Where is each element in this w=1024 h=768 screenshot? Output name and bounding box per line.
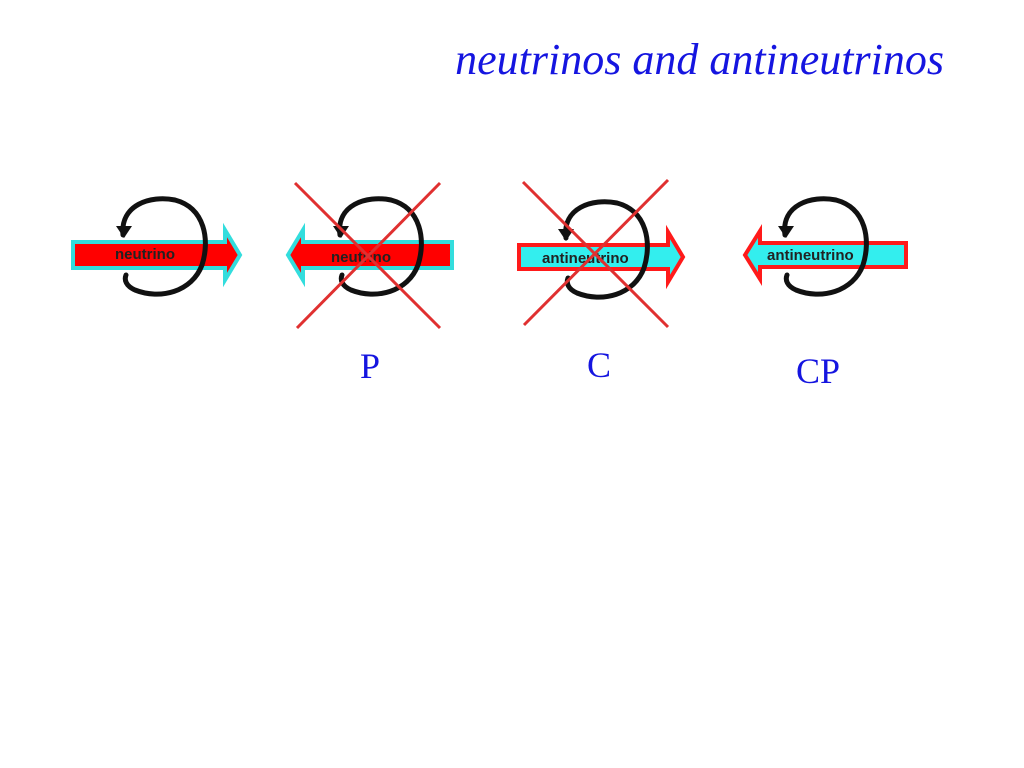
spin-arrow xyxy=(563,199,650,300)
panel-c: antineutrino xyxy=(517,178,686,329)
momentum-arrow-right xyxy=(71,222,243,288)
symmetry-label-c: C xyxy=(587,345,612,385)
spin-arrow xyxy=(337,196,424,297)
arrow-label: antineutrino xyxy=(542,250,629,267)
spin-arrowhead xyxy=(558,229,574,241)
momentum-arrow-right xyxy=(517,224,686,290)
panel-neutrino: neutrino xyxy=(71,196,243,297)
spin-arrowhead xyxy=(116,226,132,238)
symmetry-label-cp: CP xyxy=(796,351,841,391)
slide-title: neutrinos and antineutrinos xyxy=(455,35,944,84)
spin-arrowhead xyxy=(778,226,794,238)
arrow-label: antineutrino xyxy=(767,247,854,264)
spin-arrow xyxy=(782,196,869,297)
cross-out-mark xyxy=(521,178,670,329)
spin-arrow xyxy=(120,196,208,297)
spin-arrowhead xyxy=(333,226,349,238)
panel-p: neutrino xyxy=(285,181,454,330)
arrow-label: neutrino xyxy=(331,249,391,266)
arrow-label: neutrino xyxy=(115,246,175,263)
symmetry-label-p: P xyxy=(360,346,381,386)
cross-out-mark xyxy=(293,181,442,330)
panel-cp: antineutrino xyxy=(742,196,908,297)
